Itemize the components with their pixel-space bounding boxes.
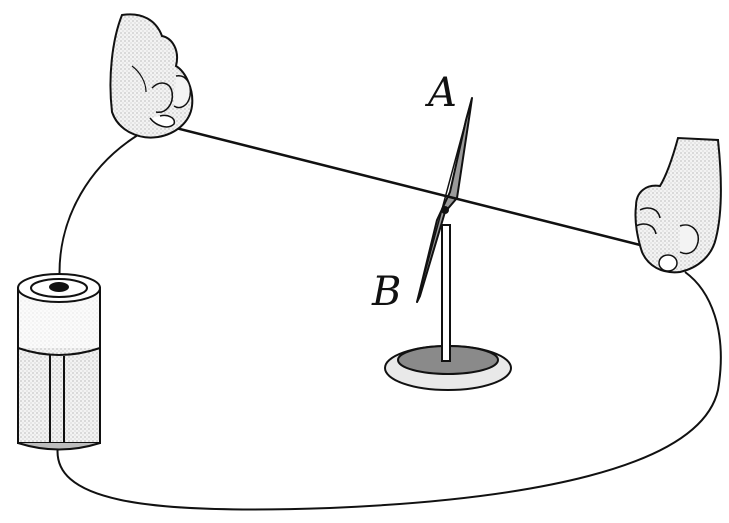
needle-stand — [384, 224, 512, 391]
label-a: A — [424, 70, 457, 116]
lower-wire — [56, 271, 722, 511]
battery — [17, 273, 101, 451]
right-hand — [634, 136, 722, 274]
left-hand — [109, 13, 194, 139]
magnetic-needle — [416, 97, 473, 303]
label-b: B — [371, 269, 401, 315]
upper-wire — [58, 127, 151, 286]
straight-wire — [159, 122, 661, 252]
